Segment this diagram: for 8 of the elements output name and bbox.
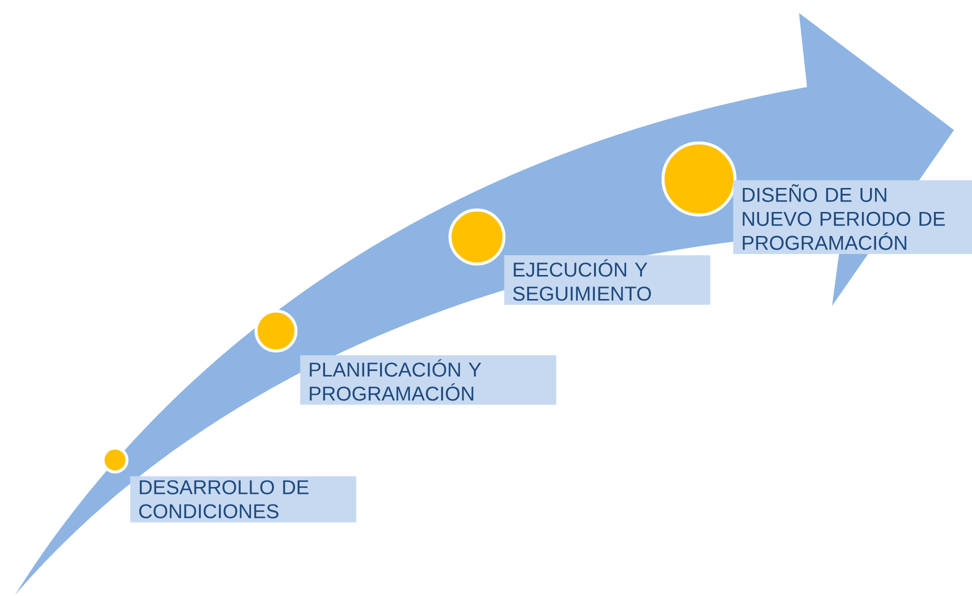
step-box: DESARROLLO DE CONDICIONES (130, 476, 356, 522)
milestone-dot (448, 208, 506, 266)
step-box: EJECUCIÓN Y SEGUIMIENTO (504, 255, 710, 305)
milestone-dot (254, 310, 298, 352)
step-box: DISEÑO DE UN NUEVO PERIODO DE PROGRAMACIÓN (733, 180, 972, 254)
step-box: PLANIFICACIÓN Y PROGRAMACIÓN (300, 355, 556, 405)
milestone-dot (102, 446, 128, 474)
milestone-dot (662, 142, 736, 216)
